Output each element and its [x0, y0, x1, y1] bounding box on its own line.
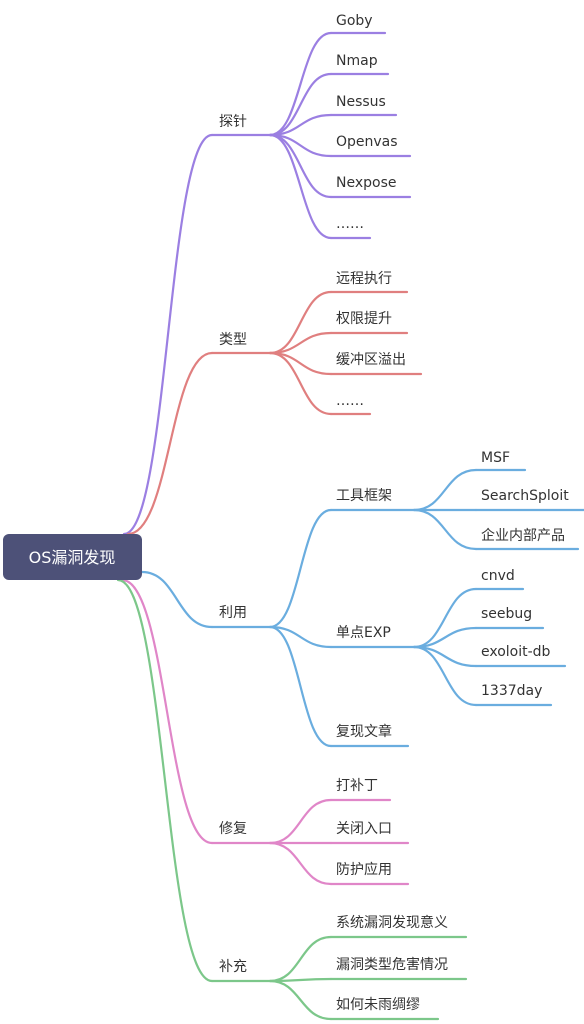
leaf-node[interactable]: MSF	[474, 450, 527, 472]
branch-to-child-edge	[268, 935, 333, 983]
branch-type[interactable]: 类型	[210, 332, 272, 355]
root-to-branch-edge	[122, 133, 214, 536]
leaf-label: ……	[336, 216, 364, 232]
root-label: OS漏洞发现	[29, 548, 116, 567]
branch-label: 补充	[219, 959, 247, 975]
branch-exploit[interactable]: 利用	[210, 605, 272, 629]
leaf-label: Nessus	[336, 94, 386, 110]
branch-label: 探针	[219, 114, 247, 130]
leaf-node[interactable]: 企业内部产品	[474, 527, 580, 551]
leaf-label: Nexpose	[336, 175, 396, 191]
subbranch-to-leaf-edge	[412, 587, 478, 649]
branch-to-child-edge	[268, 841, 333, 886]
leaf-label: 系统漏洞发现意义	[336, 914, 448, 931]
leaf-label: 防护应用	[336, 861, 392, 878]
leaf-label: seebug	[481, 606, 532, 622]
leaf-node[interactable]: 防护应用	[329, 861, 410, 886]
root-to-branch-edge	[116, 578, 214, 983]
subbranch-to-leaf-edge	[412, 645, 478, 707]
branch-to-child-edge	[268, 133, 333, 240]
leaf-node[interactable]: cnvd	[474, 568, 525, 591]
leaf-label: SearchSploit	[481, 488, 569, 504]
branch-to-child-edge	[268, 290, 333, 355]
leaf-label: Goby	[336, 13, 373, 29]
leaf-label: 权限提升	[336, 311, 392, 327]
leaf-label: 远程执行	[336, 271, 392, 287]
branch-probe[interactable]: 探针	[210, 114, 272, 137]
leaf-label: 复现文章	[336, 723, 392, 740]
branch-to-child-edge	[268, 351, 333, 416]
leaf-node[interactable]: Openvas	[329, 134, 412, 158]
leaf-node[interactable]: 1337day	[474, 683, 553, 707]
branch-to-child-edge	[268, 625, 333, 748]
leaf-node[interactable]: 缓冲区溢出	[329, 352, 423, 376]
leaf-label: 关闭入口	[336, 821, 392, 837]
leaf-node[interactable]: ……	[329, 393, 372, 416]
leaf-node[interactable]: 远程执行	[329, 271, 409, 294]
branch-to-child-edge	[268, 625, 333, 649]
subbranch-node[interactable]: 单点EXP	[329, 625, 416, 649]
leaf-label: 漏洞类型危害情况	[336, 957, 448, 973]
leaf-label: exoloit-db	[481, 644, 551, 660]
branch-to-child-edge	[268, 72, 333, 137]
root-to-branch-edge	[126, 351, 214, 536]
branch-label: 类型	[219, 332, 247, 348]
leaf-node[interactable]: exoloit-db	[474, 644, 567, 668]
leaf-label: 1337day	[481, 683, 542, 699]
leaf-node[interactable]: 权限提升	[329, 311, 409, 335]
mindmap-edges	[116, 31, 478, 1021]
leaf-node[interactable]: Nmap	[329, 53, 390, 76]
leaf-label: Openvas	[336, 134, 398, 150]
leaf-label: cnvd	[481, 568, 515, 584]
leaf-node[interactable]: Nexpose	[329, 175, 412, 199]
branch-supplement[interactable]: 补充	[210, 959, 272, 983]
leaf-node[interactable]: seebug	[474, 606, 545, 630]
branch-fix[interactable]: 修复	[210, 820, 272, 845]
leaf-node[interactable]: 关闭入口	[329, 821, 410, 845]
leaf-node[interactable]: 打补丁	[329, 777, 392, 802]
subbranch-to-leaf-edge	[412, 468, 478, 512]
leaf-node[interactable]: Nessus	[329, 94, 398, 117]
leaf-label: 如何未雨绸缪	[336, 997, 420, 1013]
subbranch-label: 单点EXP	[336, 625, 391, 641]
subbranch-label: 工具框架	[336, 488, 392, 504]
leaf-label: ……	[336, 393, 364, 409]
leaf-label: Nmap	[336, 53, 378, 69]
branch-label: 利用	[219, 605, 247, 621]
leaf-label: 缓冲区溢出	[336, 352, 406, 368]
root-to-branch-edge	[140, 570, 214, 629]
leaf-node[interactable]: 如何未雨绸缪	[329, 997, 440, 1021]
leaf-node[interactable]: 系统漏洞发现意义	[329, 914, 468, 939]
subbranch-to-leaf-edge	[412, 508, 478, 551]
branch-to-child-edge	[268, 508, 333, 629]
leaf-node[interactable]: Goby	[329, 13, 387, 35]
leaf-label: 企业内部产品	[481, 527, 565, 544]
leaf-node[interactable]: 漏洞类型危害情况	[329, 957, 468, 981]
leaf-node[interactable]: SearchSploit	[474, 488, 584, 512]
branch-to-child-edge	[268, 798, 333, 845]
root-box	[3, 534, 142, 580]
branch-to-child-edge	[268, 979, 333, 1021]
leaf-label: 打补丁	[336, 777, 378, 794]
branch-to-child-edge	[268, 31, 333, 137]
subbranch-node[interactable]: 工具框架	[329, 488, 416, 512]
leaf-label: MSF	[481, 450, 510, 466]
root-node[interactable]: OS漏洞发现	[3, 534, 142, 580]
leaf-node[interactable]: ……	[329, 216, 372, 240]
root-to-branch-edge	[120, 578, 214, 845]
branch-label: 修复	[219, 820, 247, 837]
leaf-node[interactable]: 复现文章	[329, 723, 410, 748]
